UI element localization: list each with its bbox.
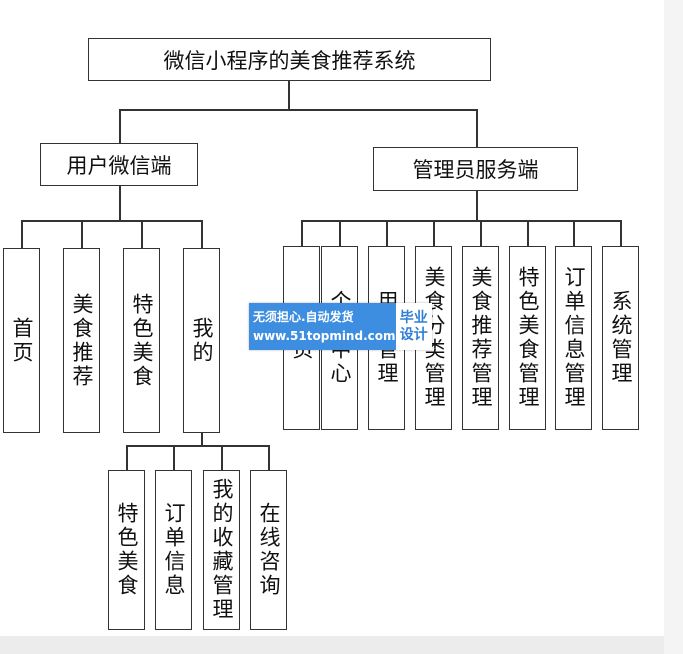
connector — [433, 220, 435, 246]
admin-side-node: 管理员服务端 — [373, 147, 578, 191]
user-node-home: 首页 — [3, 248, 40, 433]
connector — [480, 220, 482, 246]
connector — [201, 432, 203, 446]
watermark-badge-line1: 毕业 — [399, 309, 428, 326]
watermark-badge: 毕业 设计 — [395, 303, 432, 350]
connector — [173, 445, 175, 470]
mine-node-consult: 在线咨询 — [250, 470, 287, 630]
watermark-badge-line2: 设计 — [399, 326, 428, 343]
connector — [268, 445, 270, 470]
connector — [476, 191, 478, 221]
mine-node-orders: 订单信息 — [155, 470, 192, 630]
connector — [527, 220, 529, 246]
connector — [386, 220, 388, 246]
admin-node-special-mgmt: 特色美食管理 — [509, 246, 546, 430]
connector — [21, 220, 23, 248]
connector — [126, 445, 269, 447]
right-frame-strip — [664, 0, 683, 654]
watermark-banner: 无须担心.自动发货 www.51topmind.com 毕业 设计 — [249, 303, 432, 350]
admin-node-recommend-mgmt: 美食推荐管理 — [462, 246, 499, 430]
connector — [119, 109, 477, 111]
connector — [81, 220, 83, 248]
connector — [221, 445, 223, 470]
admin-node-system-mgmt: 系统管理 — [602, 246, 639, 430]
connector — [301, 220, 303, 246]
watermark-line2: www.51topmind.com — [253, 328, 396, 343]
watermark-line1: 无须担心.自动发货 — [253, 309, 354, 324]
connector — [620, 220, 622, 246]
user-node-food-recommend: 美食推荐 — [63, 248, 100, 433]
connector — [288, 81, 290, 110]
mine-node-favorites: 我的收藏管理 — [203, 470, 240, 630]
admin-node-order-mgmt: 订单信息管理 — [555, 246, 592, 430]
connector — [126, 445, 128, 470]
connector — [21, 220, 202, 222]
connector — [339, 220, 341, 246]
connector — [573, 220, 575, 246]
connector — [201, 220, 203, 248]
connector — [141, 220, 143, 248]
connector — [476, 109, 478, 147]
user-node-special-food: 特色美食 — [123, 248, 160, 433]
watermark-text: 无须担心.自动发货 www.51topmind.com — [249, 303, 396, 350]
root-node: 微信小程序的美食推荐系统 — [88, 38, 491, 81]
connector — [119, 186, 121, 221]
user-node-mine: 我的 — [183, 248, 220, 433]
user-side-node: 用户微信端 — [40, 143, 198, 186]
connector — [119, 109, 121, 143]
bottom-frame-strip — [0, 636, 683, 654]
connector — [301, 220, 621, 222]
mine-node-special-food: 特色美食 — [108, 470, 145, 630]
